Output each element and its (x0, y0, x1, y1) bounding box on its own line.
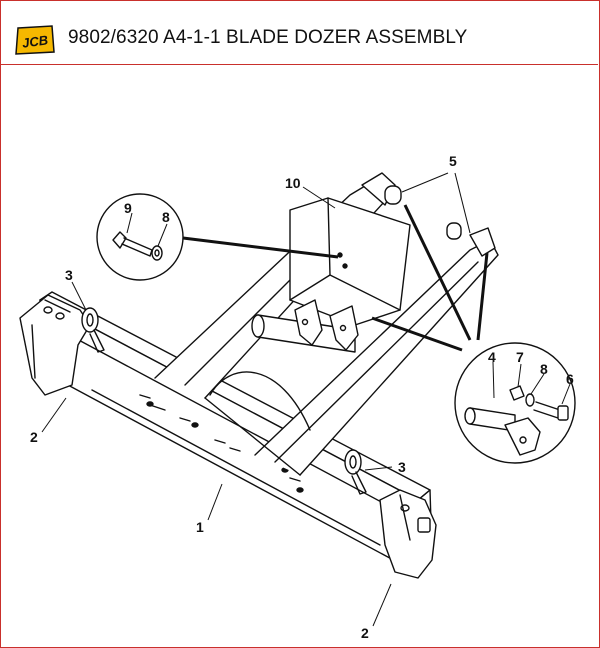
callout-10: 10 (285, 175, 301, 191)
callout-1: 1 (196, 519, 204, 535)
right-end-plate (379, 489, 437, 579)
cross-tube (251, 299, 359, 353)
callout-6: 6 (566, 371, 574, 387)
left-end-plate (19, 294, 91, 396)
pivot-pins (361, 172, 496, 257)
page-header: JCB 9802/6320 A4-1-1 BLADE DOZER ASSEMBL… (0, 0, 598, 65)
page-title: 9802/6320 A4-1-1 BLADE DOZER ASSEMBLY (68, 27, 468, 48)
callout-3-right: 3 (398, 459, 406, 475)
center-mount-box (289, 197, 411, 326)
callout-8-right: 8 (540, 361, 548, 377)
logo-text: JCB (21, 32, 49, 50)
callout-9: 9 (124, 200, 132, 216)
lifting-eye-left (81, 307, 105, 353)
detail-circle-left (96, 193, 184, 281)
parts-diagram: 3 2 1 2 3 10 5 4 7 8 6 9 8 (19, 153, 576, 641)
lifting-eye-right (344, 449, 367, 495)
callout-4: 4 (488, 349, 496, 365)
callout-3-left: 3 (65, 267, 73, 283)
callout-5: 5 (449, 153, 457, 169)
callout-7: 7 (516, 349, 524, 365)
detail-connectors (182, 204, 489, 352)
callout-2-left: 2 (30, 429, 38, 445)
callout-2-right: 2 (361, 625, 369, 641)
callout-8-left: 8 (162, 209, 170, 225)
jcb-logo: JCB (15, 25, 55, 55)
leader-lines (41, 172, 571, 627)
detail-circle-right (454, 342, 576, 464)
